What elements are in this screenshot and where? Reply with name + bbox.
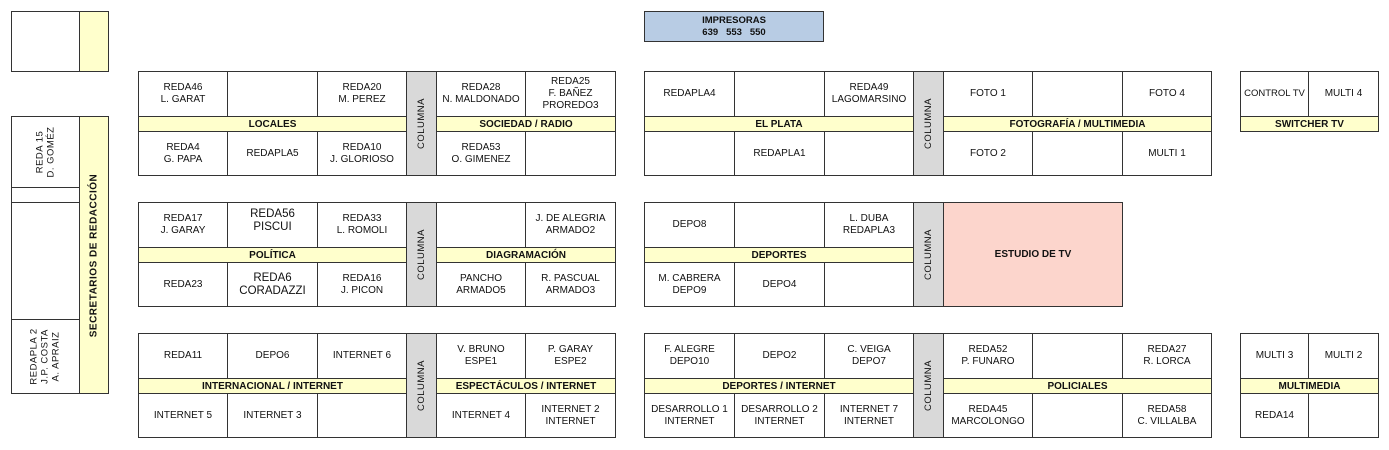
- desk-diagramacion-top-1: [436, 202, 526, 248]
- desk-elplata-bottom-1: [644, 131, 735, 176]
- desk-politica-top-2: REDA56 PISCUI: [227, 202, 318, 248]
- desk-policiales-bottom-2: [1032, 393, 1123, 438]
- desk-multimedia-top-2: MULTI 2: [1308, 333, 1379, 379]
- left-panel-bottom-label: REDAPLA 2 J.P. COSTA A. APRAIZ: [29, 328, 62, 385]
- desk-deportes-internet-top-3: C. VEIGA DEPO7: [824, 333, 914, 379]
- desk-sociedad-top-2: REDA25 F. BAÑEZ PROREDO3: [525, 71, 616, 117]
- column-2-row-1: COLUMNA: [913, 71, 944, 176]
- column-1-row-2: COLUMNA: [406, 202, 437, 307]
- desk-politica-bottom-3: REDA16 J. PICON: [317, 262, 407, 307]
- desk-switcher-2: MULTI 4: [1308, 71, 1379, 117]
- desk-foto-top-1: FOTO 1: [943, 71, 1033, 117]
- desk-policiales-bottom-1: REDA45 MARCOLONGO: [943, 393, 1033, 438]
- desk-foto-bottom-3: MULTI 1: [1122, 131, 1212, 176]
- desk-internacional-bottom-1: INTERNET 5: [138, 393, 228, 438]
- desk-foto-bottom-1: FOTO 2: [943, 131, 1033, 176]
- desk-diagramacion-top-2: J. DE ALEGRIA ARMADO2: [525, 202, 616, 248]
- desk-deportes-top-2: [734, 202, 825, 248]
- band-switcher-tv: SWITCHER TV: [1240, 116, 1379, 132]
- band-internacional-internet: INTERNACIONAL / INTERNET: [138, 378, 407, 394]
- desk-sociedad-top-1: REDA28 N. MALDONADO: [436, 71, 526, 117]
- left-panel-middle: [11, 202, 80, 320]
- desk-locales-bottom-1: REDA4 G. PAPA: [138, 131, 228, 176]
- desk-deportes-internet-bottom-1: DESARROLLO 1 INTERNET: [644, 393, 735, 438]
- desk-espectaculos-top-1: V. BRUNO ESPE1: [436, 333, 526, 379]
- desk-politica-top-3: REDA33 L. ROMOLI: [317, 202, 407, 248]
- top-left-box: [11, 11, 80, 72]
- desk-locales-bottom-2: REDAPLA5: [227, 131, 318, 176]
- left-panel-top: REDA 15 D. GOMÉZ: [11, 116, 80, 188]
- desk-deportes-internet-top-1: F. ALEGRE DEPO10: [644, 333, 735, 379]
- band-locales: LOCALES: [138, 116, 407, 132]
- left-panel-top-label: REDA 15 D. GOMÉZ: [34, 126, 57, 178]
- column-2-row-2: COLUMNA: [913, 202, 944, 307]
- desk-sociedad-bottom-1: REDA53 O. GIMENEZ: [436, 131, 526, 176]
- desk-internacional-top-2: DEPO6: [227, 333, 318, 379]
- desk-multimedia-bottom-2: [1308, 393, 1379, 438]
- desk-deportes-top-1: DEPO8: [644, 202, 735, 248]
- desk-elplata-top-2: [734, 71, 825, 117]
- top-left-yellow-strip: [79, 11, 109, 72]
- secretarios-strip: SECRETARIOS DE REDACCIÓN: [79, 116, 109, 394]
- desk-internacional-bottom-3: [317, 393, 407, 438]
- desk-diagramacion-bottom-1: PANCHO ARMADO5: [436, 262, 526, 307]
- column-2-row-3: COLUMNA: [913, 333, 944, 438]
- band-deportes: DEPORTES: [644, 247, 914, 263]
- band-fotografia-multimedia: FOTOGRAFÍA / MULTIMEDIA: [943, 116, 1212, 132]
- desk-switcher-1: CONTROL TV: [1240, 71, 1309, 117]
- desk-policiales-top-3: REDA27 R. LORCA: [1122, 333, 1212, 379]
- desk-elplata-bottom-2: REDAPLA1: [734, 131, 825, 176]
- printers-numbers: 639 553 550: [702, 26, 766, 38]
- desk-diagramacion-bottom-2: R. PASCUAL ARMADO3: [525, 262, 616, 307]
- printers-box: IMPRESORAS 639 553 550: [644, 11, 824, 42]
- band-diagramacion: DIAGRAMACIÓN: [436, 247, 616, 263]
- desk-elplata-bottom-3: [824, 131, 914, 176]
- band-multimedia: MULTIMEDIA: [1240, 378, 1379, 394]
- desk-locales-bottom-3: REDA10 J. GLORIOSO: [317, 131, 407, 176]
- desk-locales-top-3: REDA20 M. PEREZ: [317, 71, 407, 117]
- desk-deportes-internet-bottom-3: INTERNET 7 INTERNET: [824, 393, 914, 438]
- desk-elplata-top-1: REDAPLA4: [644, 71, 735, 117]
- column-1-row-1: COLUMNA: [406, 71, 437, 176]
- desk-politica-top-1: REDA17 J. GARAY: [138, 202, 228, 248]
- desk-internacional-top-3: INTERNET 6: [317, 333, 407, 379]
- band-espectaculos-internet: ESPECTÁCULOS / INTERNET: [436, 378, 616, 394]
- desk-sociedad-bottom-2: [525, 131, 616, 176]
- desk-policiales-top-1: REDA52 P. FUNARO: [943, 333, 1033, 379]
- left-panel-bottom: REDAPLA 2 J.P. COSTA A. APRAIZ: [11, 319, 80, 394]
- desk-policiales-bottom-3: REDA58 C. VILLALBA: [1122, 393, 1212, 438]
- band-el-plata: EL PLATA: [644, 116, 914, 132]
- desk-locales-top-2: [227, 71, 318, 117]
- secretarios-label: SECRETARIOS DE REDACCIÓN: [88, 173, 100, 337]
- desk-deportes-internet-top-2: DEPO2: [734, 333, 825, 379]
- left-panel-divider: [11, 187, 80, 203]
- tv-studio: ESTUDIO DE TV: [943, 202, 1123, 307]
- printers-title: IMPRESORAS: [702, 14, 766, 26]
- desk-foto-bottom-2: [1032, 131, 1123, 176]
- desk-espectaculos-top-2: P. GARAY ESPE2: [525, 333, 616, 379]
- band-policiales: POLICIALES: [943, 378, 1212, 394]
- desk-internacional-bottom-2: INTERNET 3: [227, 393, 318, 438]
- desk-multimedia-bottom-1: REDA14: [1240, 393, 1309, 438]
- desk-deportes-internet-bottom-2: DESARROLLO 2 INTERNET: [734, 393, 825, 438]
- desk-policiales-top-2: [1032, 333, 1123, 379]
- desk-espectaculos-bottom-1: INTERNET 4: [436, 393, 526, 438]
- desk-elplata-top-3: REDA49 LAGOMARSINO: [824, 71, 914, 117]
- desk-espectaculos-bottom-2: INTERNET 2 INTERNET: [525, 393, 616, 438]
- desk-foto-top-3: FOTO 4: [1122, 71, 1212, 117]
- desk-internacional-top-1: REDA11: [138, 333, 228, 379]
- desk-politica-bottom-2: REDA6 CORADAZZI: [227, 262, 318, 307]
- band-deportes-internet: DEPORTES / INTERNET: [644, 378, 914, 394]
- column-1-row-3: COLUMNA: [406, 333, 437, 438]
- desk-deportes-bottom-1: M. CABRERA DEPO9: [644, 262, 735, 307]
- desk-deportes-bottom-3: [824, 262, 914, 307]
- desk-foto-top-2: [1032, 71, 1123, 117]
- band-politica: POLÍTICA: [138, 247, 407, 263]
- desk-locales-top-1: REDA46 L. GARAT: [138, 71, 228, 117]
- desk-deportes-bottom-2: DEPO4: [734, 262, 825, 307]
- desk-politica-bottom-1: REDA23: [138, 262, 228, 307]
- band-sociedad-radio: SOCIEDAD / RADIO: [436, 116, 616, 132]
- desk-deportes-top-3: L. DUBA REDAPLA3: [824, 202, 914, 248]
- desk-multimedia-top-1: MULTI 3: [1240, 333, 1309, 379]
